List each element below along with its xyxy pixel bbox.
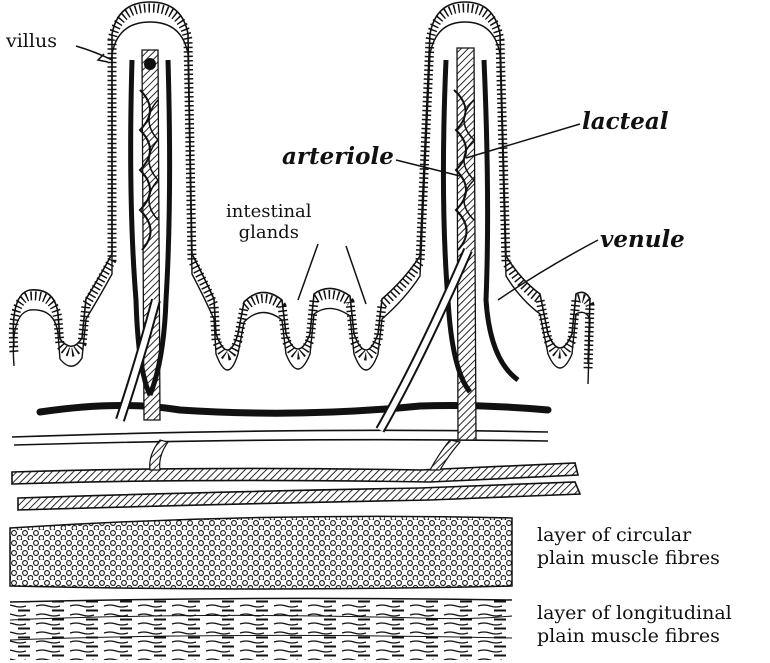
label-arteriole: arteriole [282, 145, 394, 168]
label-villus: villus [6, 32, 57, 51]
label-longitudinal-muscle: layer of longitudinal plain muscle fibre… [537, 602, 732, 648]
right-villus-vessels [380, 48, 518, 440]
label-lacteal: lacteal [582, 110, 669, 133]
left-villus-vessels [120, 50, 170, 420]
label-venule: venule [600, 228, 685, 251]
submucosal-vessels [12, 440, 580, 510]
longitudinal-muscle-layer [10, 598, 512, 660]
circular-muscle-layer [10, 516, 512, 589]
label-circular-muscle: layer of circular plain muscle fibres [537, 524, 720, 570]
epithelium [13, 2, 590, 384]
label-intestinal-glands: intestinal glands [226, 202, 312, 243]
